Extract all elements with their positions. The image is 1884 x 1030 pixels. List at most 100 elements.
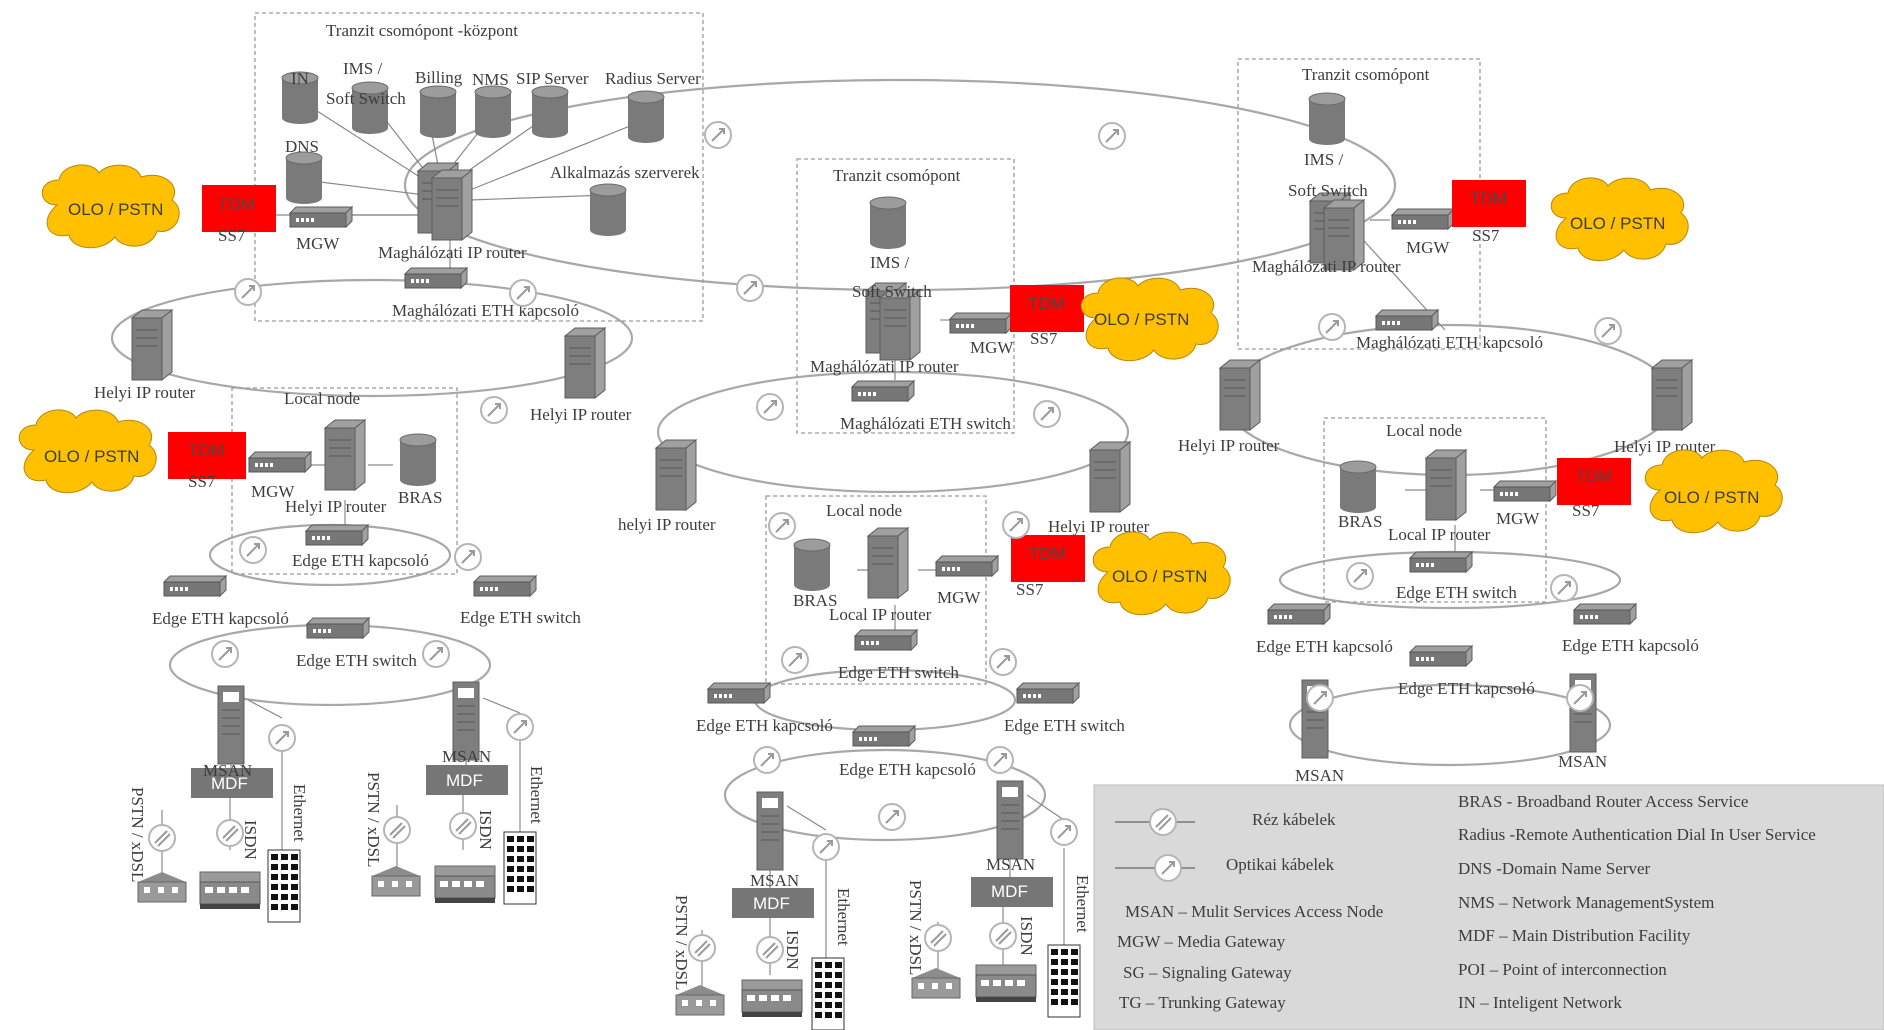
right-helyi-router-2-icon: [1651, 359, 1693, 431]
center-edge-c-label: Edge ETH kapcsoló: [839, 760, 976, 779]
center-b-ethernet-optic-icon: [1050, 818, 1078, 846]
right-local-eth-icon: [1409, 551, 1473, 573]
center-local-eth-icon: [854, 629, 918, 651]
right-core-router-label: Maghálózati IP router: [1252, 257, 1401, 276]
left-helyi-router-2-icon: [564, 327, 606, 399]
center-edge-switch-a-icon: [707, 682, 771, 704]
left-msan-group-a: [137, 685, 301, 923]
center-bras-icon: [793, 538, 831, 592]
legend-right-3: NMS – Network ManagementSystem: [1458, 893, 1714, 912]
right-mgw-local-label: MGW: [1496, 509, 1540, 528]
right-local-tdm-box: [1557, 458, 1631, 505]
right-edge-switch-c-icon: [1409, 645, 1473, 667]
right-edge-ring: [1288, 683, 1612, 767]
center-local-router-icon: [867, 527, 909, 599]
left-edge-b-label: Edge ETH switch: [460, 608, 581, 627]
center-tdm-box: [1011, 535, 1085, 582]
right-local-router-label: Local IP router: [1388, 525, 1491, 544]
legend-left-1: MGW – Media Gateway: [1117, 932, 1286, 951]
center-a-ethernet-label: Ethernet: [834, 888, 853, 946]
legend-optical-label: Optikai kábelek: [1226, 855, 1335, 874]
hub-ss7-label: SS7: [218, 226, 246, 245]
center-a-msan-label: MSAN: [750, 871, 799, 890]
mid-tdm-label: TDM: [1028, 294, 1065, 313]
radius-database-icon: [627, 90, 665, 144]
dns-label: DNS: [285, 137, 319, 156]
hub-core-eth-label: Maghálózati ETH kapcsoló: [392, 301, 579, 320]
mid-core-eth-icon: [851, 380, 915, 402]
sip-server-database-icon: [531, 85, 569, 139]
center-b-ethernet-label: Ethernet: [1073, 875, 1092, 933]
legend-right-0: BRAS - Broadband Router Access Service: [1458, 792, 1748, 811]
left-local-router-icon: [324, 419, 366, 491]
hub-title: Tranzit csomópont -központ: [326, 21, 518, 40]
right-ims-label: IMS /: [1304, 150, 1343, 169]
center-edge-switch-c-icon: [852, 725, 916, 747]
left-a-ethernet-label: Ethernet: [290, 784, 309, 842]
mid-ims-label: IMS /: [870, 253, 909, 272]
legend-left-3: TG – Trunking Gateway: [1119, 993, 1286, 1012]
legend-right-1: Radius -Remote Authentication Dial In Us…: [1458, 825, 1816, 844]
mid-soft-switch-label: Soft Switch: [852, 282, 932, 301]
legend-right-4: MDF – Main Distribution Facility: [1458, 926, 1691, 945]
center-local-router-label: Local IP router: [829, 605, 932, 624]
left-local-eth-icon: [305, 524, 369, 546]
left-a-ethernet-optic-icon: [268, 724, 296, 752]
right-msan-b-label: MSAN: [1558, 752, 1607, 771]
nms-database-icon: [474, 85, 512, 139]
right-edge-b-label: Edge ETH kapcsoló: [1562, 636, 1699, 655]
left-b-ethernet-optic-icon: [506, 713, 534, 741]
hub-transit-box: [254, 12, 704, 322]
mid-ss7-label: SS7: [1030, 329, 1058, 348]
left-a-pstn-copper-icon: [148, 824, 176, 852]
center-b-mdf-label: MDF: [991, 882, 1028, 901]
sip-server-label: SIP Server: [516, 69, 589, 88]
center-metro-ring: [656, 370, 1130, 494]
center-bras-label: BRAS: [793, 591, 837, 610]
left-metro-ring: [110, 278, 634, 398]
left-b-pstn-copper-icon: [383, 816, 411, 844]
left-local-title: Local node: [284, 389, 360, 408]
billing-database-icon: [419, 85, 457, 139]
radius-server-label: Radius Server: [605, 69, 701, 88]
center-mgw-icon: [935, 555, 999, 577]
mid-mgw-icon: [949, 312, 1013, 334]
core-eth-switch-icon: [404, 267, 468, 289]
hub-olo-label: OLO / PSTN: [68, 200, 163, 219]
hub-tdm-label: TDM: [218, 195, 255, 214]
right-soft-switch-label: Soft Switch: [1288, 181, 1368, 200]
right-local-ss7-label: SS7: [1572, 501, 1600, 520]
right-transit-title: Tranzit csomópont: [1302, 65, 1430, 84]
left-bras-icon: [399, 433, 437, 487]
right-helyi-router-label: Helyi IP router: [1178, 436, 1280, 455]
center-helyi-router-2-icon: [1089, 441, 1131, 513]
mid-core-router-label: Maghálózati IP router: [810, 357, 959, 376]
right-local-router-icon: [1425, 449, 1467, 521]
legend-copper-icon: [1149, 808, 1177, 836]
center-msan-group-b: [911, 780, 1081, 1018]
nms-label: NMS: [472, 70, 509, 89]
legend-right-6: IN – Inteligent Network: [1458, 993, 1622, 1012]
right-local-title: Local node: [1386, 421, 1462, 440]
center-helyi-router-icon: [655, 439, 697, 511]
right-ss7-label: SS7: [1472, 226, 1500, 245]
center-edge-switch-b-icon: [1016, 682, 1080, 704]
left-b-mdf-label: MDF: [446, 771, 483, 790]
left-mgw-icon: [248, 451, 312, 473]
center-b-msan-label: MSAN: [986, 855, 1035, 874]
center-edge-b-label: Edge ETH switch: [1004, 716, 1125, 735]
center-a-isdn-label: ISDN: [783, 930, 802, 970]
hub-mgw-label: MGW: [296, 234, 340, 253]
right-local-tdm-label: TDM: [1575, 467, 1612, 486]
left-tdm-label: TDM: [188, 441, 225, 460]
legend-right-2: DNS -Domain Name Server: [1458, 859, 1650, 878]
center-a-mdf-label: MDF: [753, 894, 790, 913]
app-server-database-icon: [589, 183, 627, 237]
center-b-pstn-copper-icon: [924, 924, 952, 952]
center-a-isdn-copper-icon: [756, 936, 784, 964]
left-local-router-label: Helyi IP router: [285, 497, 387, 516]
left-a-isdn-copper-icon: [216, 819, 244, 847]
dns-database-icon: [285, 151, 323, 205]
right-tdm-label: TDM: [1470, 189, 1507, 208]
